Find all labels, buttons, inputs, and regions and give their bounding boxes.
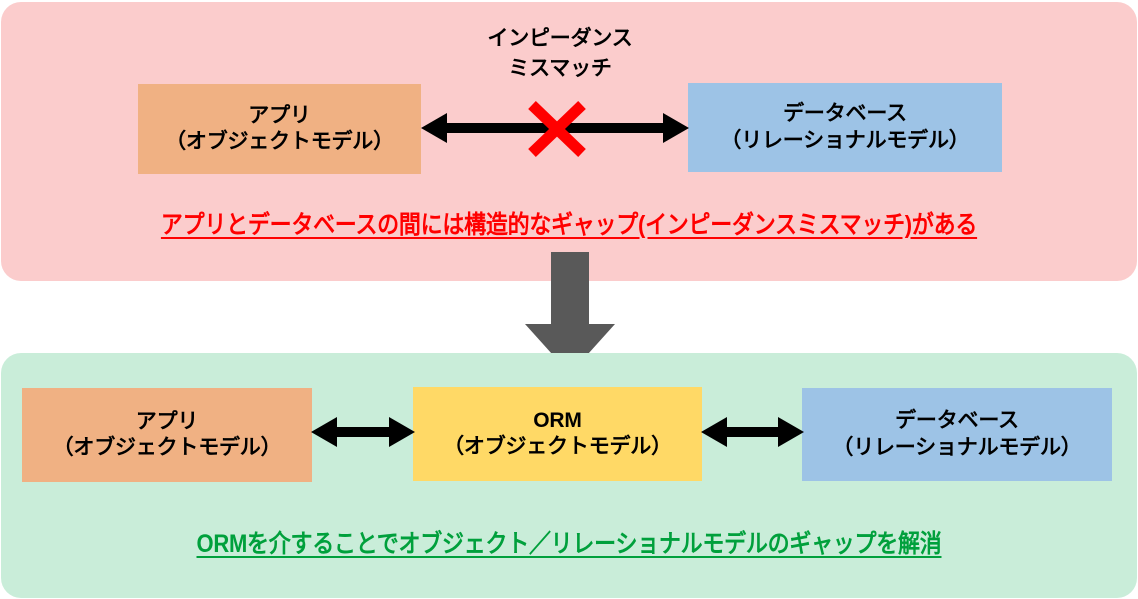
problem-app-box-line2: （オブジェクトモデル） [165,130,394,153]
solution-app-box-line2: （オブジェクトモデル） [52,436,282,459]
problem-app-box: アプリ （オブジェクトモデル） [138,84,421,174]
solution-orm-box-line1: ORM [533,408,582,432]
solution-orm-box-line2: （オブジェクトモデル） [443,435,672,458]
solution-database-box: データベース （リレーショナルモデル） [802,388,1112,481]
problem-database-box-line1: データベース [783,102,907,126]
mismatch-label-line2: ミスマッチ [508,56,612,80]
solution-app-box: アプリ （オブジェクトモデル） [22,388,312,482]
problem-app-box-line1: アプリ [248,103,311,127]
down-arrow-icon [525,252,615,374]
problem-database-box: データベース （リレーショナルモデル） [688,83,1002,172]
solution-app-box-line1: アプリ [135,409,199,433]
solution-left-double-arrow-icon [311,417,415,447]
problem-caption: アプリとデータベースの間には構造的なギャップ(インピーダンスミスマッチ)がある [160,211,978,239]
x-mark-icon [528,101,586,157]
problem-database-box-line2: （リレーショナルモデル） [720,128,970,152]
solution-database-box-line2: （リレーショナルモデル） [832,435,1082,459]
solution-right-double-arrow-icon [701,417,804,447]
solution-orm-box: ORM （オブジェクトモデル） [413,387,702,481]
solution-database-box-line1: データベース [895,409,1019,433]
impedance-mismatch-label: インピーダンス ミスマッチ [440,24,680,84]
mismatch-label-line1: インピーダンス [487,27,633,50]
solution-caption: ORMを介することでオブジェクト／リレーショナルモデルのギャップを解消 [196,530,942,558]
